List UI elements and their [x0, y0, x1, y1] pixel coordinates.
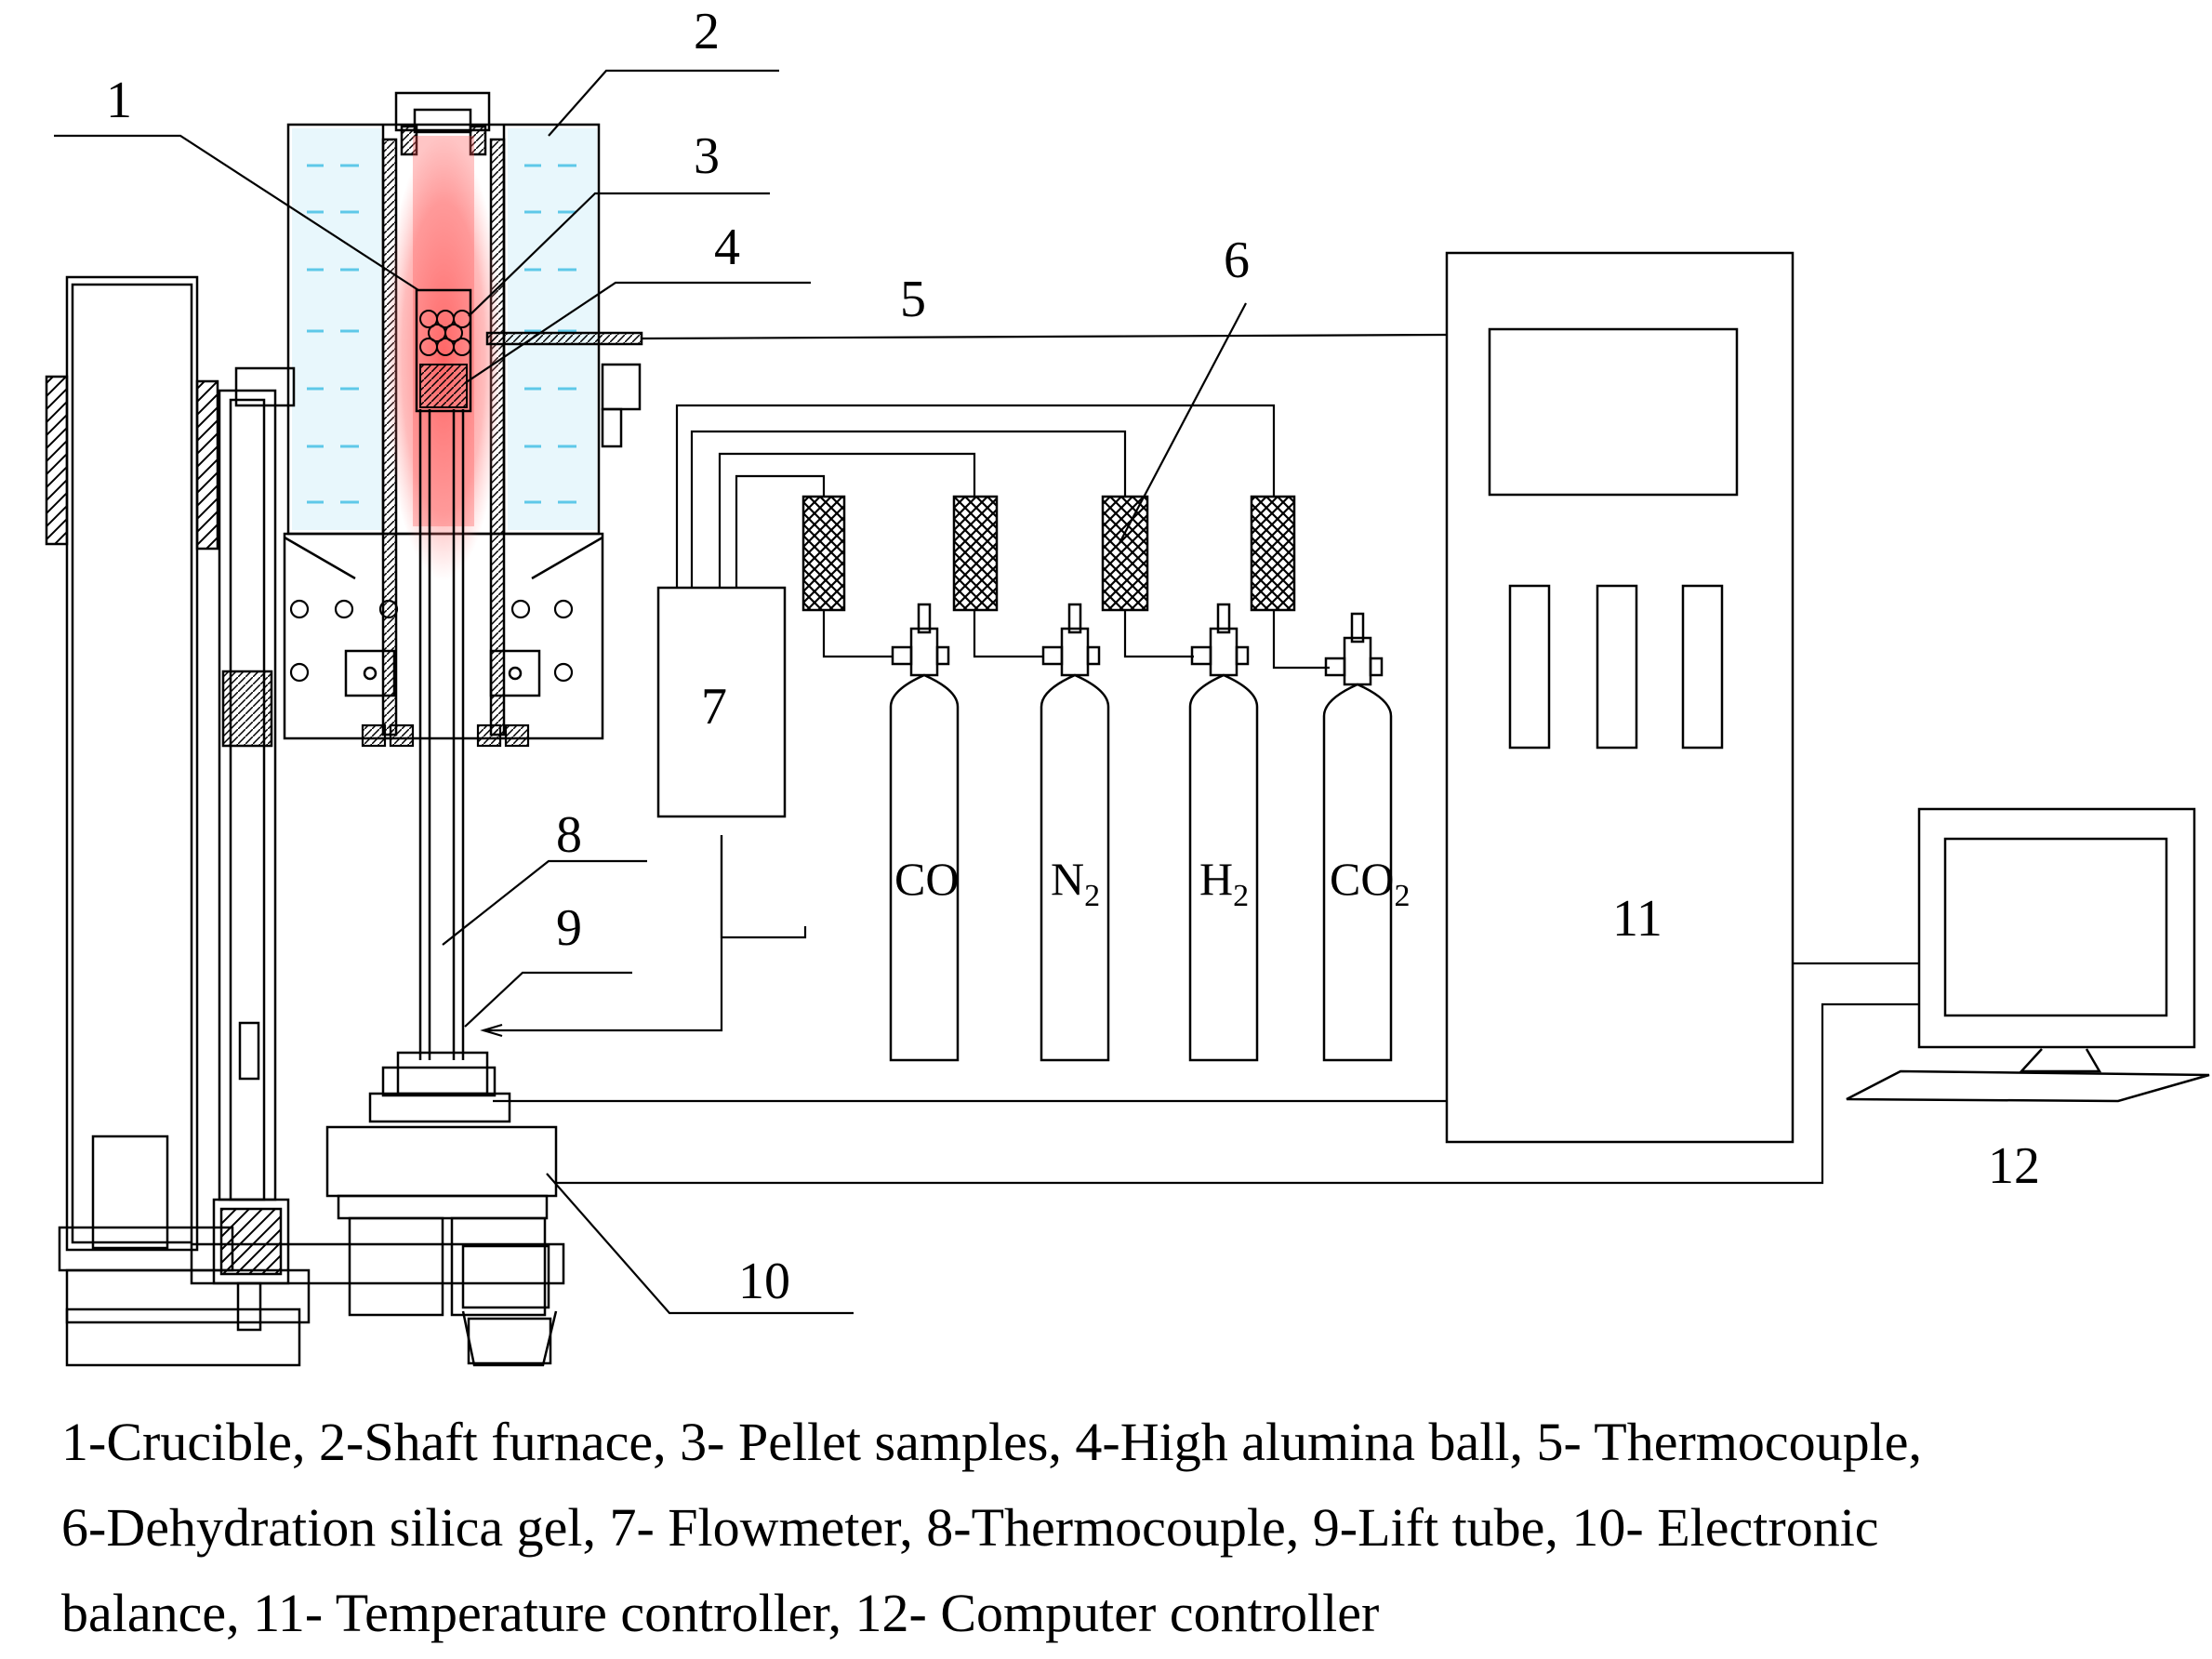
computer-controller: [1846, 807, 2210, 1103]
label-9: 9: [556, 899, 582, 957]
gas-label-co2-sub: 2: [1394, 879, 1410, 913]
caption-line-2: 6-Dehydration silica gel, 7- Flowmeter, …: [61, 1497, 1879, 1558]
cylinder-n2: [1040, 603, 1110, 1062]
label-3: 3: [694, 127, 720, 185]
cylinder-h2: [1188, 603, 1259, 1062]
temperature-controller: [1445, 251, 1795, 1144]
lift-tube: [418, 409, 465, 1060]
caption-line-3: balance, 11- Temperature controller, 12-…: [61, 1583, 1380, 1643]
computer-keyboard: [1846, 1069, 2210, 1103]
computer-screen: [1943, 837, 2168, 1017]
leader-lines: [54, 69, 1247, 1315]
crucible: [415, 288, 472, 413]
pellet-samples: [419, 310, 471, 356]
heat-zone: [384, 135, 503, 581]
gas-label-co2-main: CO: [1330, 853, 1394, 905]
electronic-balance: [325, 1051, 558, 1367]
gas-labels: CO N2 H2 CO2: [894, 853, 1410, 913]
flowmeter: [656, 586, 787, 818]
cylinder-co2: [1322, 612, 1393, 1062]
label-7: 7: [701, 678, 727, 736]
gas-label-n2-main: N: [1051, 853, 1084, 905]
dehydration-silica-gel: [801, 495, 1296, 612]
high-alumina-ball: [419, 364, 468, 408]
gas-label-co2: CO2: [1330, 853, 1410, 913]
thermocouple-5: [485, 331, 643, 346]
label-11: 11: [1612, 890, 1662, 948]
gas-label-n2-sub: 2: [1084, 879, 1100, 913]
gas-label-n2: N2: [1051, 853, 1100, 913]
gas-label-co: CO: [894, 853, 959, 905]
gas-lines: [480, 333, 1919, 1185]
gas-cylinders: [889, 603, 1393, 1062]
caption-line-1: 1-Crucible, 2-Shaft furnace, 3- Pellet s…: [61, 1412, 1922, 1472]
label-4: 4: [714, 219, 740, 276]
label-6: 6: [1224, 232, 1250, 289]
label-5: 5: [900, 271, 926, 328]
controller-slot-3: [1681, 584, 1724, 750]
gas-label-h2-main: H: [1199, 853, 1233, 905]
label-1: 1: [106, 72, 132, 129]
label-10: 10: [738, 1253, 790, 1310]
label-8: 8: [556, 806, 582, 864]
controller-slot-2: [1596, 584, 1638, 750]
water-jacket: [307, 164, 576, 504]
cylinder-co: [889, 603, 960, 1062]
label-2: 2: [694, 3, 720, 60]
label-12: 12: [1988, 1137, 2040, 1195]
gas-label-h2: H2: [1199, 853, 1249, 913]
number-labels: 1 2 3 4 5 6 7 8 9 10 11 12: [106, 3, 2040, 1310]
gas-label-h2-sub: 2: [1233, 879, 1249, 913]
controller-display: [1488, 327, 1739, 497]
controller-slot-1: [1508, 584, 1551, 750]
lift-frame: [45, 275, 565, 1367]
figure-caption: 1-Crucible, 2-Shaft furnace, 3- Pellet s…: [61, 1400, 2163, 1656]
